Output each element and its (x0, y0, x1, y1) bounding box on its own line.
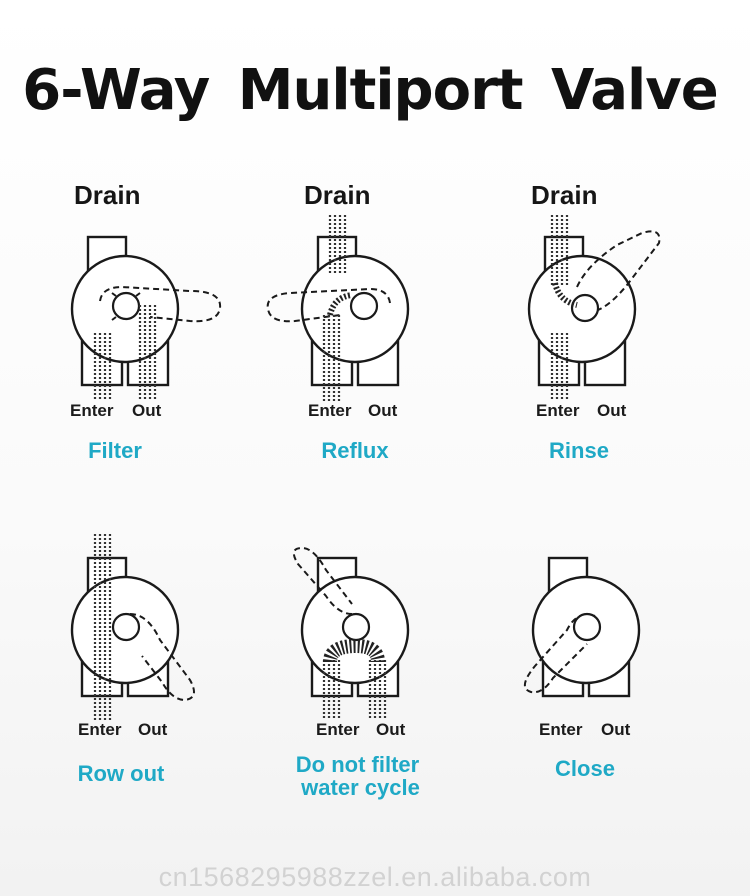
mode-name-filter: Filter (88, 438, 142, 463)
out-label: Out (597, 401, 627, 420)
valve-diagram-rinse (527, 215, 661, 401)
enter-label: Enter (536, 401, 580, 420)
mode-reflux: Drain Enter Out Reflux (266, 175, 520, 515)
out-label: Out (376, 720, 406, 739)
enter-label: Enter (539, 720, 583, 739)
drain-label: Drain (74, 180, 141, 210)
mode-name-close: Close (555, 756, 615, 781)
valve-diagram-close (524, 556, 641, 698)
valve-diagram-reflux (266, 215, 410, 401)
out-label: Out (601, 720, 631, 739)
page-title: 6-Way Multiport Valve (22, 58, 718, 123)
watermark: cn1568295988zzel.en.alibaba.com (158, 862, 592, 892)
mode-name-do-not-filter-line2: water cycle (301, 775, 420, 800)
mode-name-do-not-filter-line1: Do not filter (295, 752, 420, 777)
drain-label: Drain (531, 180, 598, 210)
out-label: Out (138, 720, 168, 739)
valve-diagram-do-not-filter (292, 546, 410, 720)
mode-rinse: Drain Enter Out Rinse (497, 175, 747, 515)
enter-label: Enter (316, 720, 360, 739)
valve-diagram-row-out (70, 534, 195, 720)
enter-label: Enter (70, 401, 114, 420)
mode-name-reflux: Reflux (321, 438, 389, 463)
drain-label: Drain (304, 180, 371, 210)
mode-close: Enter Out Close (497, 530, 747, 870)
mode-name-rinse: Rinse (549, 438, 609, 463)
mode-row-out: Enter Out Row out (40, 530, 290, 870)
valve-diagram-filter (70, 235, 222, 401)
enter-label: Enter (78, 720, 122, 739)
mode-filter: Drain Enter Out Filter (40, 175, 290, 515)
enter-label: Enter (308, 401, 352, 420)
out-label: Out (368, 401, 398, 420)
mode-name-row-out: Row out (77, 761, 165, 786)
mode-do-not-filter: Enter Out Do not filter water cycle (270, 530, 520, 870)
out-label: Out (132, 401, 162, 420)
